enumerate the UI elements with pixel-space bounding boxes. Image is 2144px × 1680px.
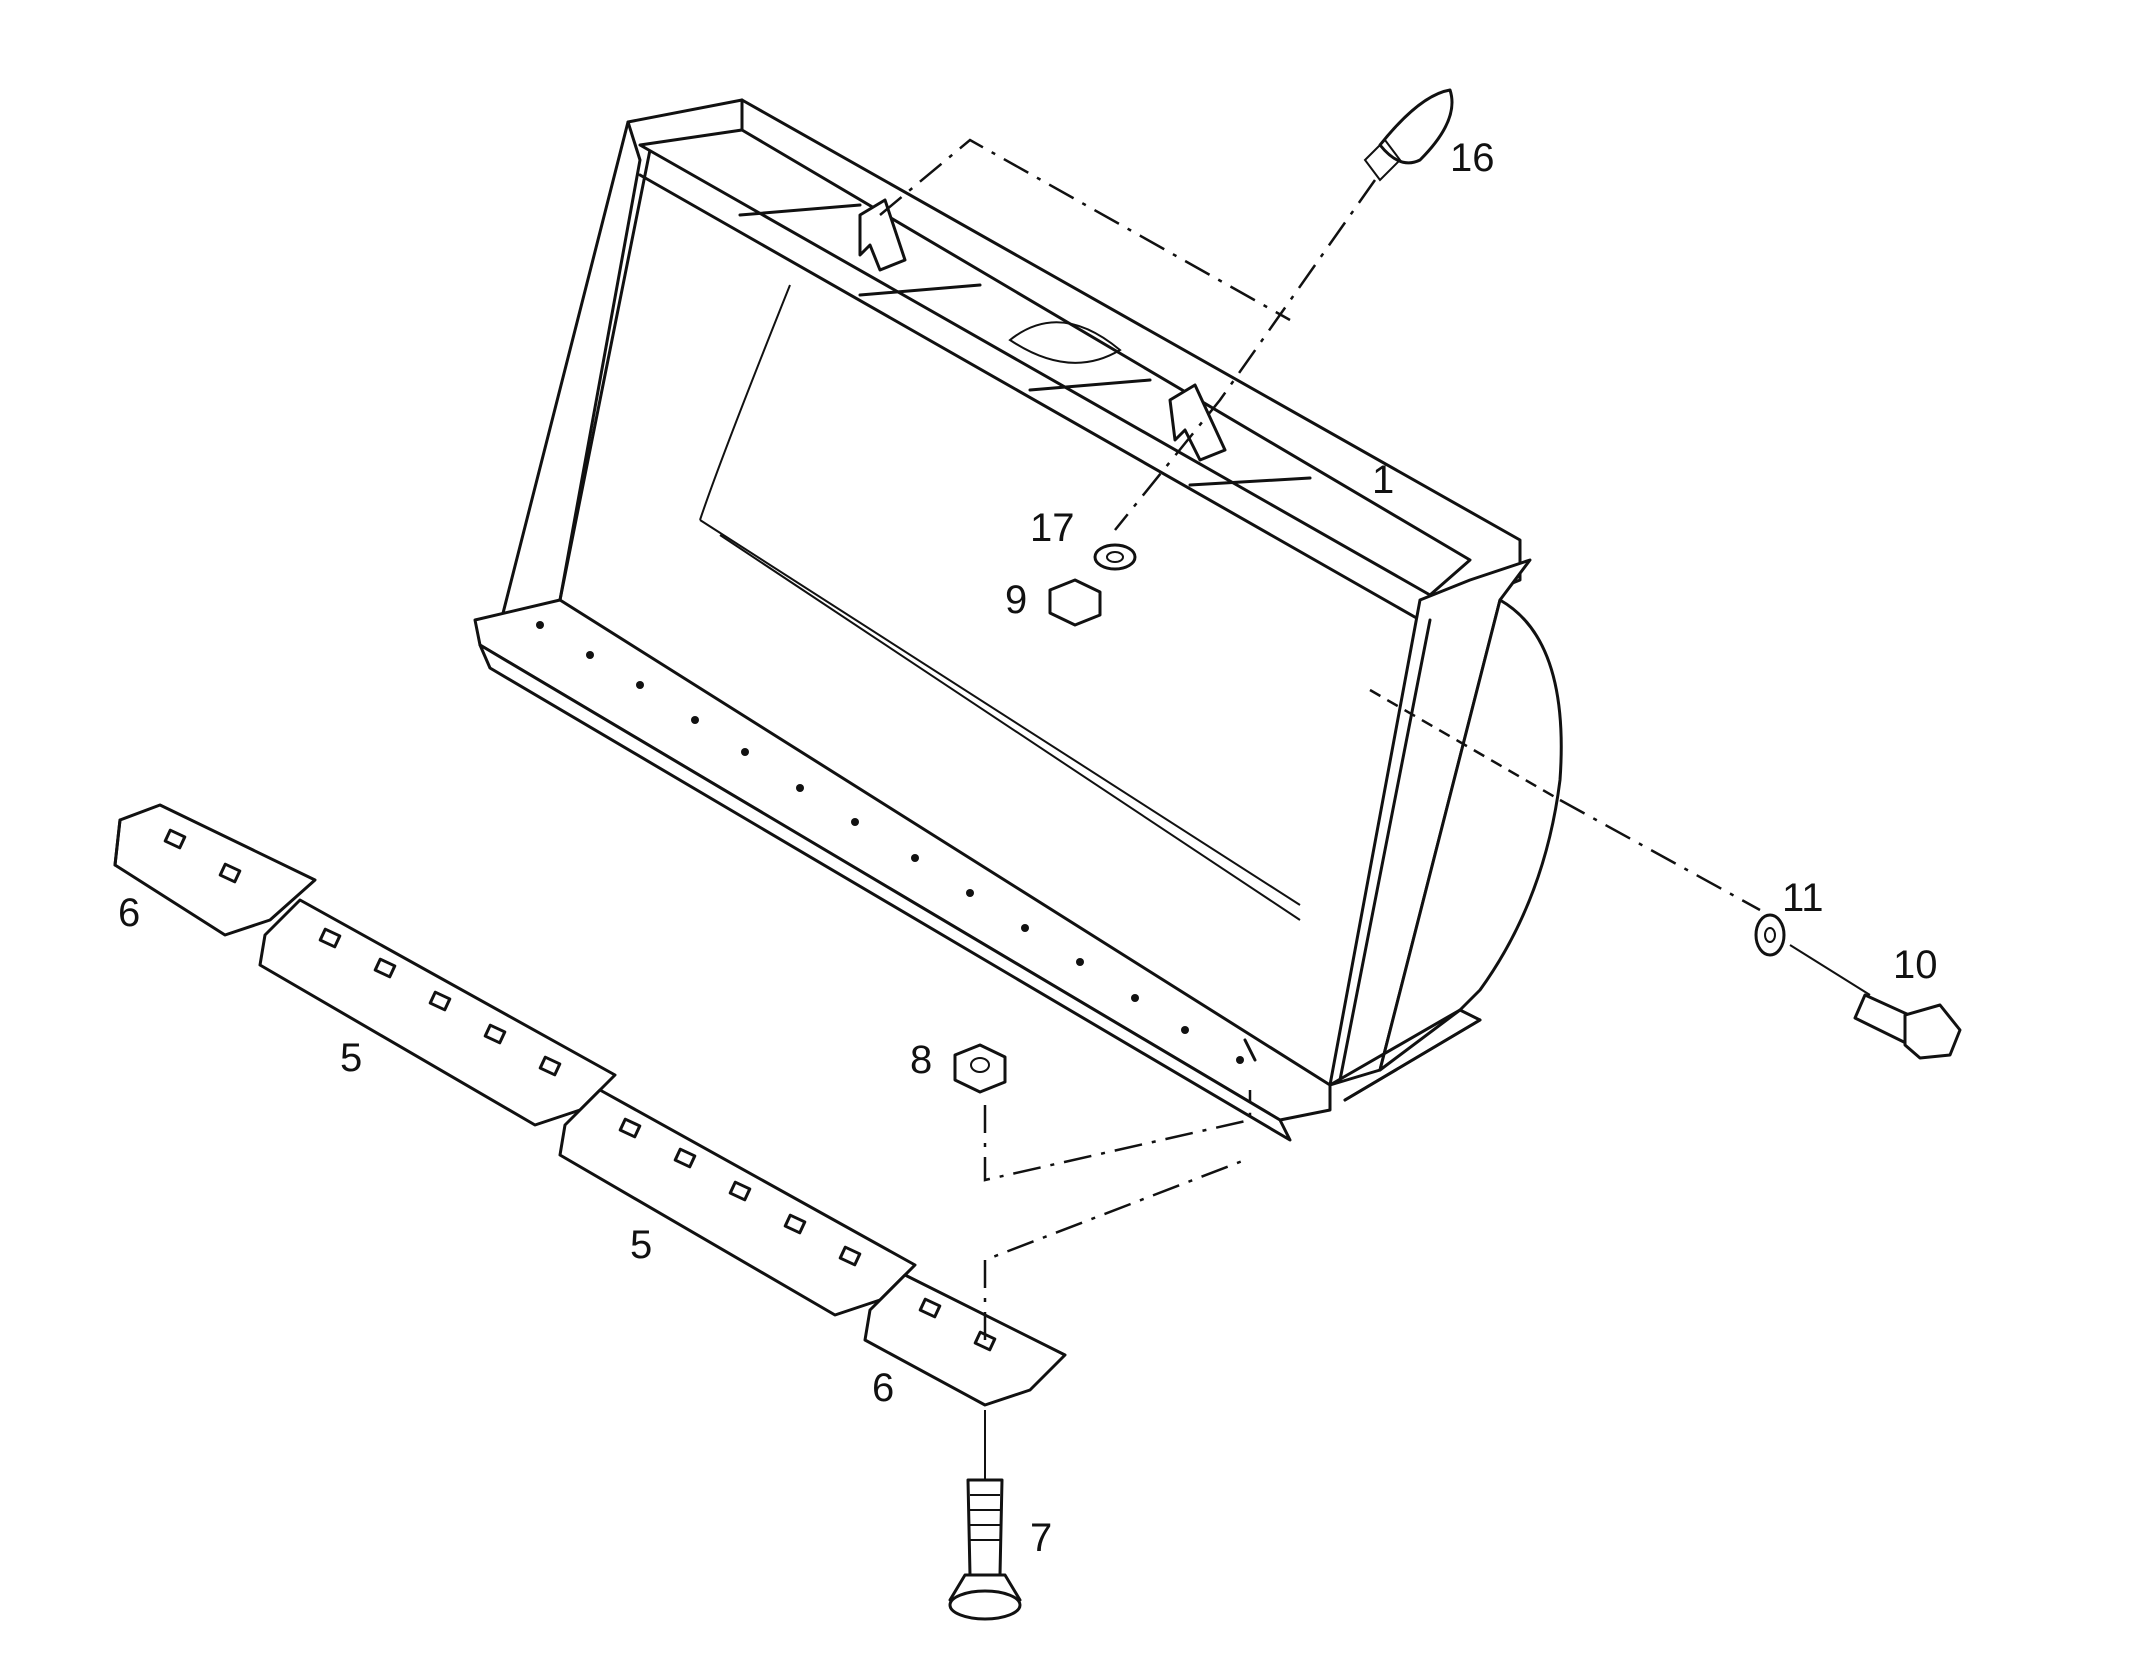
leader-7-up	[983, 1158, 1246, 1340]
leader-11-dashed	[1369, 688, 1561, 802]
part-17-washer	[1093, 543, 1137, 571]
leader-16-17	[1114, 179, 1377, 531]
callout-9: 9	[1005, 578, 1028, 622]
callout-5-lower: 5	[630, 1223, 653, 1267]
callout-6-right: 6	[872, 1366, 895, 1410]
part-5-edge-segment-a	[258, 898, 617, 1127]
leader-11	[1559, 798, 1761, 912]
part-9-nut	[1048, 578, 1102, 627]
callout-16: 16	[1450, 136, 1495, 180]
bucket-body	[473, 98, 1563, 1142]
leader-hooks	[879, 138, 1291, 322]
leader-8	[983, 1090, 1252, 1182]
part-11-washer	[1754, 913, 1786, 957]
leader-10	[1789, 944, 1871, 996]
callout-1: 1	[1372, 458, 1395, 502]
part-5-edge-segment-b	[558, 1088, 917, 1317]
callout-8: 8	[910, 1038, 933, 1082]
lip-bolt-holes	[536, 621, 1244, 1064]
hook-right	[1168, 383, 1227, 462]
part-16-tooth	[1363, 88, 1454, 182]
hook-left	[858, 198, 907, 272]
part-7-plow-bolt	[948, 1478, 1022, 1621]
part-10-bolt	[1853, 993, 1962, 1060]
part-8-nut	[953, 1043, 1007, 1094]
callout-7: 7	[1030, 1516, 1053, 1560]
callout-17: 17	[1030, 506, 1075, 550]
part-6-right-edge	[863, 1273, 1067, 1407]
callout-6-left: 6	[118, 891, 141, 935]
part-6-left-edge	[113, 803, 317, 937]
callout-5-upper: 5	[340, 1036, 363, 1080]
callout-11: 11	[1782, 876, 1824, 920]
callout-10: 10	[1893, 943, 1938, 987]
